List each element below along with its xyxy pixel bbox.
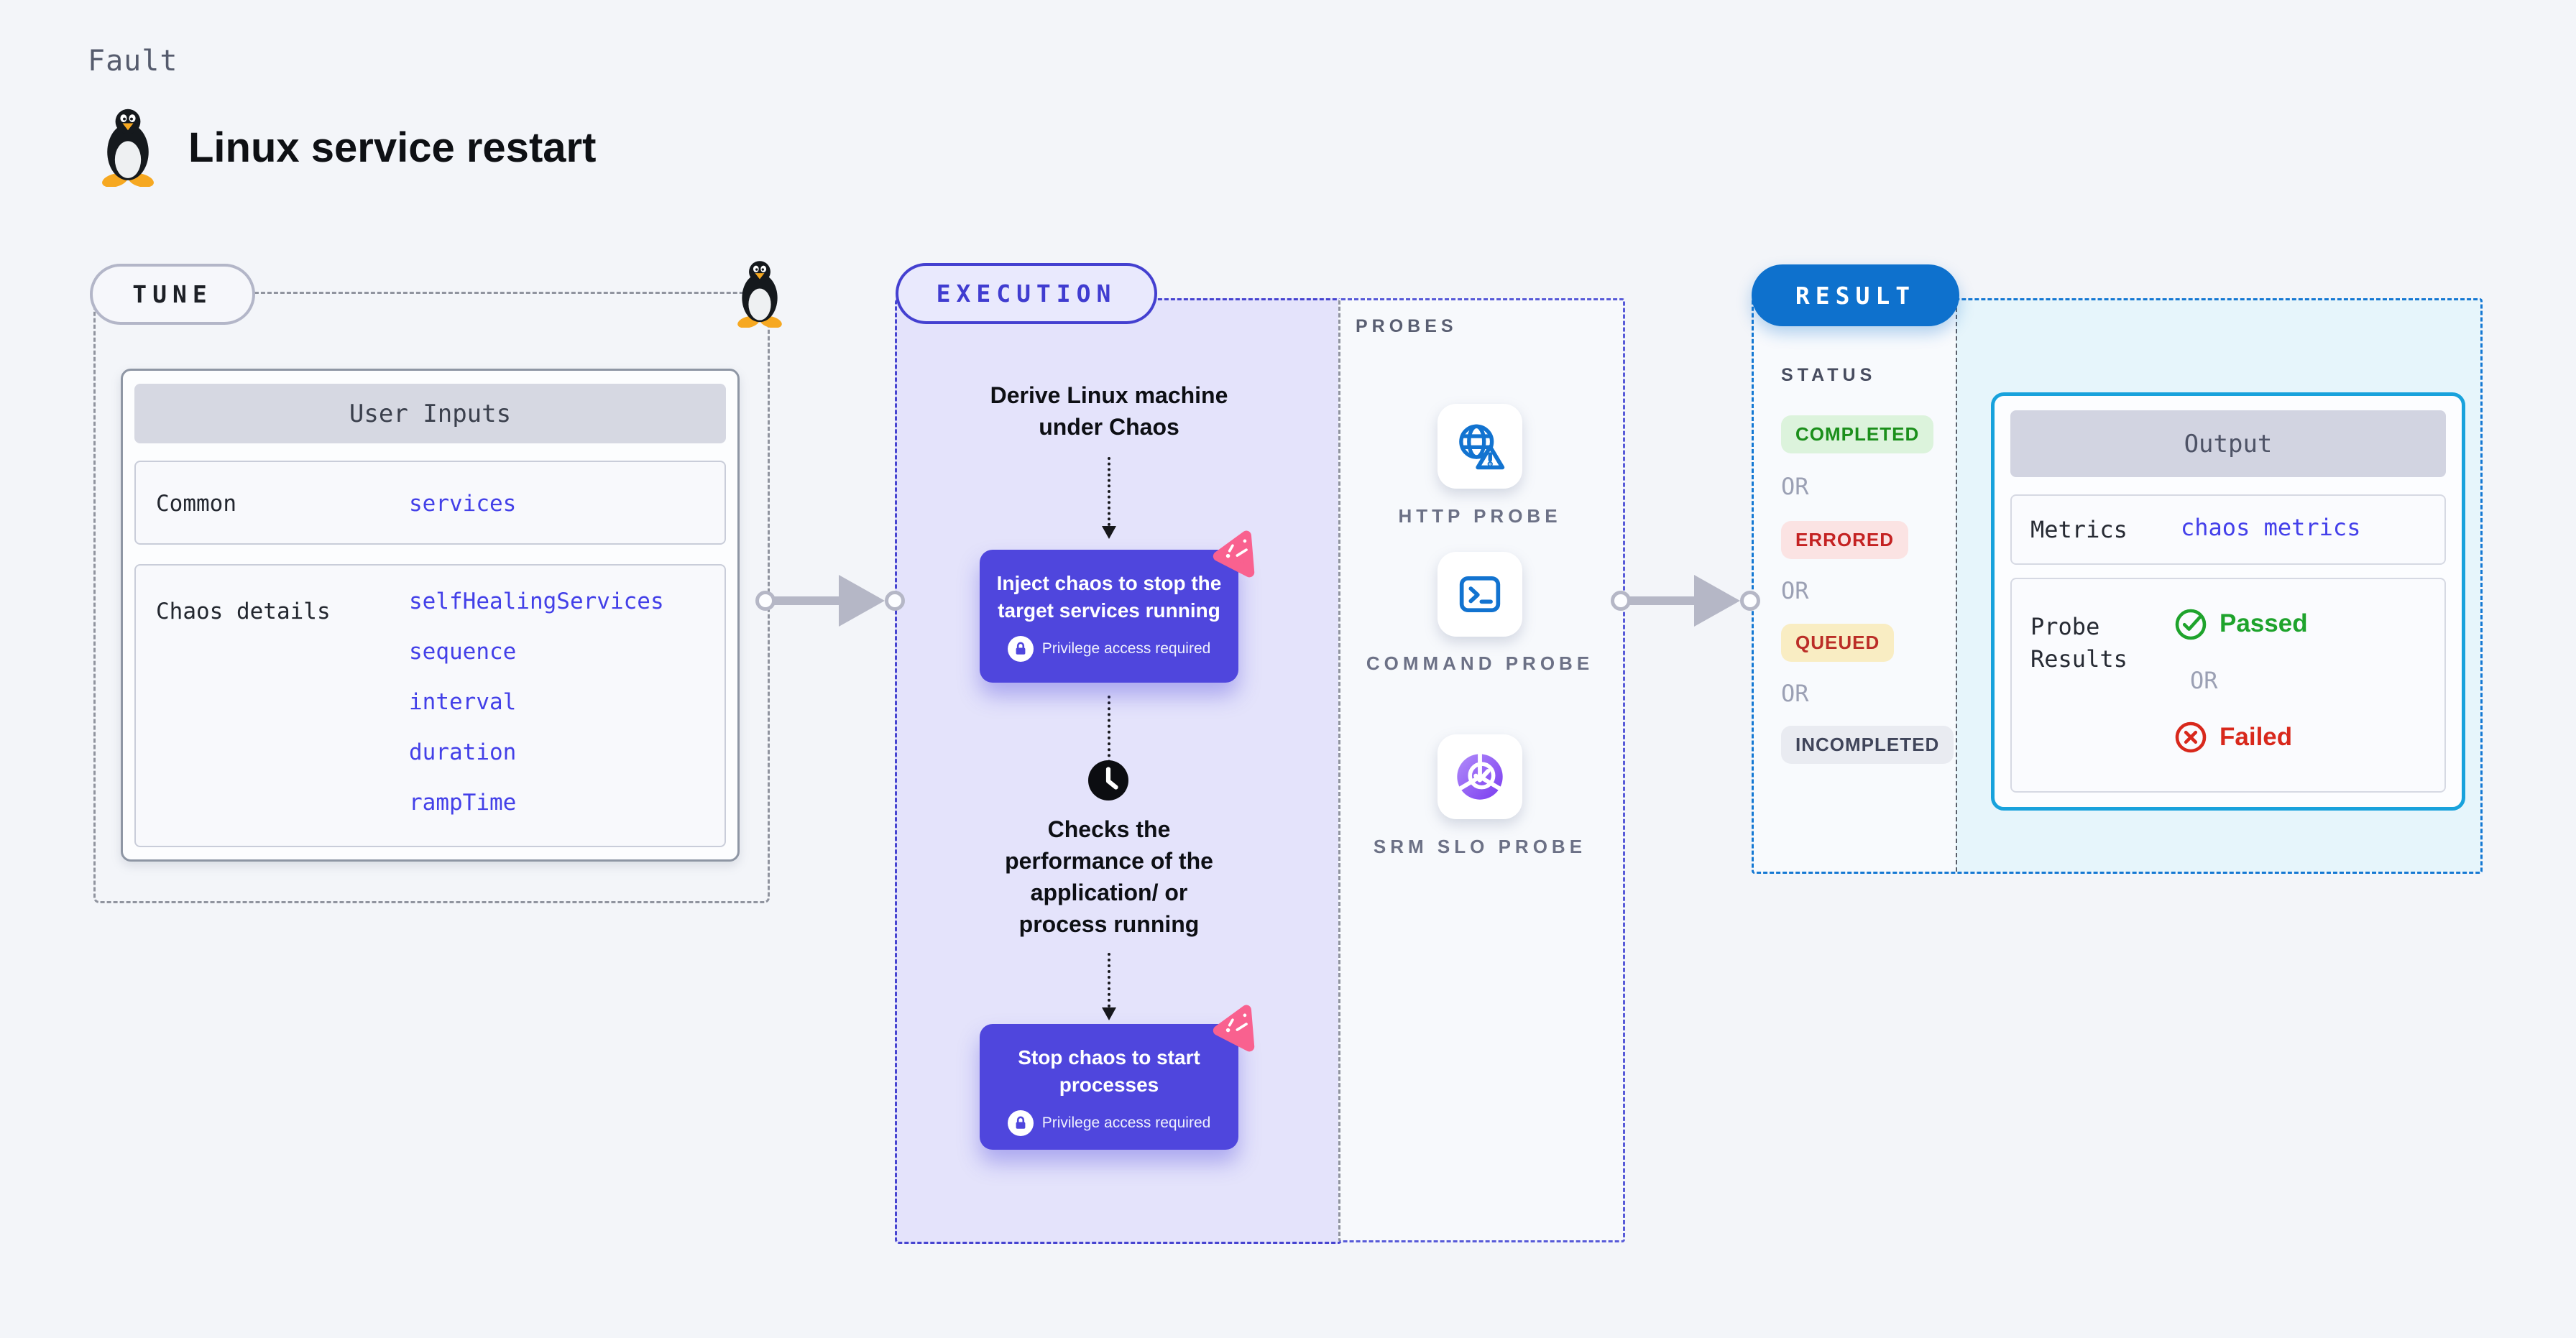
or-separator: OR bbox=[2190, 667, 2218, 694]
lock-icon bbox=[1007, 636, 1034, 662]
flow-connector-arrowhead bbox=[1102, 1007, 1116, 1020]
failed-label: Failed bbox=[2220, 723, 2293, 751]
slo-pie-check-icon bbox=[1452, 749, 1508, 805]
stop-chaos-title: Stop chaos to start processes bbox=[1018, 1046, 1200, 1096]
arrow-start-connector bbox=[1611, 591, 1631, 611]
execution-step-checks: Checks the performance of the applicatio… bbox=[1005, 816, 1213, 937]
user-inputs-title: User Inputs bbox=[134, 384, 726, 443]
or-separator: OR bbox=[1781, 680, 1809, 707]
privilege-badge: Privilege access required bbox=[980, 636, 1238, 662]
flow-connector bbox=[1108, 457, 1110, 526]
metrics-value: chaos metrics bbox=[2181, 514, 2361, 541]
param-value: sequence bbox=[409, 639, 517, 665]
globe-alert-icon bbox=[1453, 419, 1507, 474]
status-badge-completed: COMPLETED bbox=[1781, 415, 1934, 453]
param-value: interval bbox=[409, 689, 517, 715]
row-label: Common bbox=[156, 491, 236, 517]
arrow-line bbox=[1622, 596, 1704, 605]
command-probe-card bbox=[1438, 552, 1522, 637]
probes-to-result-arrow bbox=[1611, 573, 1760, 628]
param-value: rampTime bbox=[409, 790, 517, 816]
probe-name: COMMAND PROBE bbox=[1366, 652, 1594, 674]
arrow-end-connector bbox=[885, 591, 905, 611]
privilege-label: Privilege access required bbox=[1041, 1115, 1211, 1131]
arrow-end-connector bbox=[1740, 591, 1760, 611]
user-inputs-row-chaos-details: Chaos details selfHealingServices sequen… bbox=[134, 564, 726, 847]
chaos-pink-logo-icon bbox=[1209, 1005, 1258, 1053]
status-label: STATUS bbox=[1781, 365, 1877, 385]
privilege-badge: Privilege access required bbox=[980, 1110, 1238, 1136]
tux-penguin-corner-icon bbox=[736, 261, 783, 328]
row-value: services bbox=[409, 491, 517, 517]
passed-label: Passed bbox=[2220, 609, 2308, 637]
chaos-detail-values: selfHealingServices sequence interval du… bbox=[409, 589, 664, 816]
param-value: duration bbox=[409, 739, 517, 765]
inject-chaos-title: Inject chaos to stop the target services… bbox=[996, 572, 1222, 622]
metrics-label: Metrics bbox=[2030, 516, 2128, 543]
clock-icon bbox=[1088, 760, 1128, 801]
srm-slo-probe-card bbox=[1438, 734, 1522, 819]
x-circle-icon bbox=[2174, 720, 2208, 755]
arrow-head bbox=[1694, 575, 1740, 627]
status-badge-incompleted: INCOMPLETED bbox=[1781, 726, 1954, 764]
probe-result-failed: Failed bbox=[2174, 720, 2292, 755]
result-section-pill: RESULT bbox=[1752, 264, 1959, 326]
page-kicker: Fault bbox=[88, 45, 178, 78]
privilege-label: Privilege access required bbox=[1041, 640, 1211, 657]
inject-chaos-node: Inject chaos to stop the target services… bbox=[980, 550, 1238, 683]
flow-connector bbox=[1108, 953, 1110, 1007]
output-card: Output Metrics chaos metrics Probe Resul… bbox=[1991, 392, 2465, 811]
http-probe-card bbox=[1438, 404, 1522, 489]
param-value: selfHealingServices bbox=[409, 589, 664, 614]
page-title: Linux service restart bbox=[188, 124, 597, 171]
arrow-start-connector bbox=[755, 591, 776, 611]
tune-to-execution-arrow bbox=[755, 573, 905, 628]
probe-result-passed: Passed bbox=[2174, 606, 2308, 641]
output-probe-results-row: Probe Results Passed OR Failed bbox=[2010, 578, 2446, 793]
execution-step-derive: Derive Linux machine under Chaos bbox=[990, 382, 1228, 440]
result-status-column bbox=[1754, 300, 1956, 872]
user-inputs-row-common: Common services bbox=[134, 461, 726, 545]
flow-connector bbox=[1108, 696, 1110, 780]
user-inputs-card: User Inputs Common services Chaos detail… bbox=[121, 369, 740, 862]
lock-icon bbox=[1007, 1110, 1034, 1136]
probe-results-label: Probe Results bbox=[2030, 613, 2128, 673]
stop-chaos-node: Stop chaos to start processes Privilege … bbox=[980, 1024, 1238, 1150]
probe-name: HTTP PROBE bbox=[1398, 505, 1562, 527]
output-title: Output bbox=[2010, 410, 2446, 477]
result-divider bbox=[1956, 300, 1957, 872]
row-label: Chaos details bbox=[156, 599, 331, 624]
tune-section-pill: TUNE bbox=[90, 264, 255, 325]
or-separator: OR bbox=[1781, 577, 1809, 604]
execution-section-pill: EXECUTION bbox=[896, 263, 1157, 324]
or-separator: OR bbox=[1781, 473, 1809, 500]
probes-label: PROBES bbox=[1356, 316, 1458, 336]
status-badge-queued: QUEUED bbox=[1781, 624, 1895, 662]
check-circle-icon bbox=[2174, 606, 2208, 641]
chaos-pink-logo-icon bbox=[1209, 530, 1258, 579]
arrow-line bbox=[767, 596, 849, 605]
flow-connector-arrowhead bbox=[1102, 526, 1116, 539]
status-badge-errored: ERRORED bbox=[1781, 521, 1909, 559]
output-metrics-row: Metrics chaos metrics bbox=[2010, 494, 2446, 565]
terminal-icon bbox=[1453, 567, 1507, 622]
arrow-head bbox=[839, 575, 885, 627]
probe-name: SRM SLO PROBE bbox=[1373, 836, 1587, 857]
tux-penguin-icon bbox=[101, 109, 155, 187]
